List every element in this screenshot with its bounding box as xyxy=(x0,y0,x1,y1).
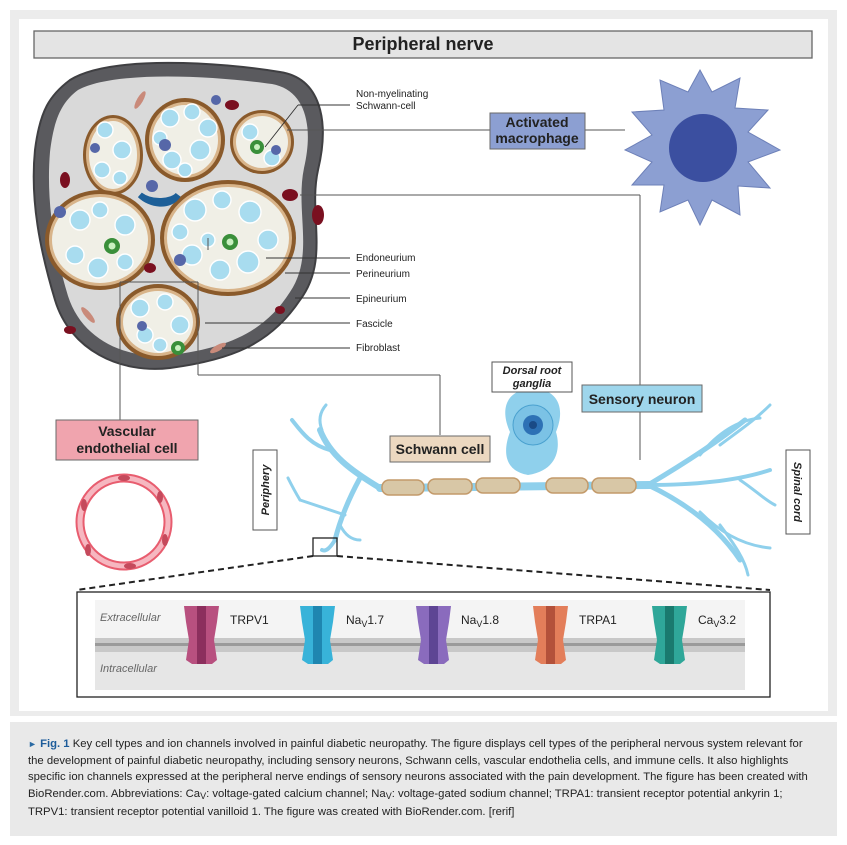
nerve-cross-section xyxy=(32,61,324,370)
channel-label: TRPA1 xyxy=(579,613,617,627)
zoom-line-right xyxy=(336,555,771,591)
fascicle xyxy=(230,110,294,174)
label-schwann-cell: Schwann-cell xyxy=(356,101,415,112)
channel-label: NaV1.8 xyxy=(461,613,499,629)
spinal-cord-box xyxy=(785,449,811,535)
drg-label-2: ganglia xyxy=(512,378,552,390)
channel-trpa1: TRPA1 xyxy=(533,606,617,664)
caption-text-3: : voltage-gated sodium channel; TRPA1: t… xyxy=(28,787,783,819)
schwann-cell-box xyxy=(389,435,491,463)
page-title: Peripheral nerve xyxy=(352,34,493,54)
blood-vessels xyxy=(60,100,324,334)
label-fascicle: Fascicle xyxy=(356,319,393,330)
schwann-myelin-segments xyxy=(381,477,637,496)
periphery-label: Periphery xyxy=(260,464,272,516)
macrophage-label-1: Activated xyxy=(505,114,568,130)
vascular-label-1: Vascular xyxy=(98,423,156,439)
drg-box xyxy=(491,361,573,393)
non-myelinating-schwann-cell xyxy=(104,140,264,355)
periphery-box xyxy=(252,449,278,531)
caption-sub-v: V xyxy=(200,790,207,801)
channel-label: NaV1.7 xyxy=(346,613,384,629)
label-endoneurium: Endoneurium xyxy=(356,253,415,264)
channel-nav17: NaV1.7 xyxy=(300,606,384,664)
title-bar xyxy=(33,30,813,59)
channel-nav18: NaV1.8 xyxy=(416,606,499,664)
endothelial-ring xyxy=(75,473,173,571)
macrophage-cell xyxy=(623,68,782,227)
vascular-box xyxy=(55,419,199,461)
sensory-neuron-box xyxy=(581,384,703,413)
axons xyxy=(65,103,281,353)
membrane-line xyxy=(95,643,745,646)
label-perineurium: Perineurium xyxy=(356,269,410,280)
schwann-cell-label: Schwann cell xyxy=(396,441,485,457)
channel-label: CaV3.2 xyxy=(698,613,736,629)
connector-lines xyxy=(119,129,641,460)
figure-caption: ► Fig. 1 Key cell types and ion channels… xyxy=(10,722,837,836)
extracellular-label: Extracellular xyxy=(100,612,162,624)
caption-sub-v-2: V xyxy=(385,790,392,801)
caption-text-2: : voltage-gated calcium channel; Na xyxy=(206,787,386,800)
channel-label: TRPV1 xyxy=(230,613,269,627)
spinal-cord-label: Spinal cord xyxy=(791,462,803,522)
intracellular-label: Intracellular xyxy=(100,663,158,675)
channel-trpv1: TRPV1 xyxy=(184,606,269,664)
caption-text: Key cell types and ion channels involved… xyxy=(28,738,808,800)
macrophage-label-2: macrophage xyxy=(495,130,578,146)
drg-soma xyxy=(505,388,561,475)
caption-arrow-icon: ► xyxy=(28,739,37,749)
sensory-neuron-label: Sensory neuron xyxy=(589,391,696,407)
drg-label-1: Dorsal root xyxy=(503,365,563,377)
fibroblasts xyxy=(81,91,226,354)
label-fibroblast: Fibroblast xyxy=(356,343,400,354)
vascular-label-2: endothelial cell xyxy=(76,440,177,456)
macrophage-box xyxy=(489,112,586,150)
channel-cav32: CaV3.2 xyxy=(652,606,736,664)
leader-lines xyxy=(205,104,350,349)
zoom-region xyxy=(312,537,338,557)
label-non-myelinating: Non-myelinating xyxy=(356,89,428,100)
caption-figure-label: Fig. 1 xyxy=(40,738,70,750)
label-epineurium: Epineurium xyxy=(356,294,407,305)
schwann-cell-nuclei xyxy=(54,95,281,331)
